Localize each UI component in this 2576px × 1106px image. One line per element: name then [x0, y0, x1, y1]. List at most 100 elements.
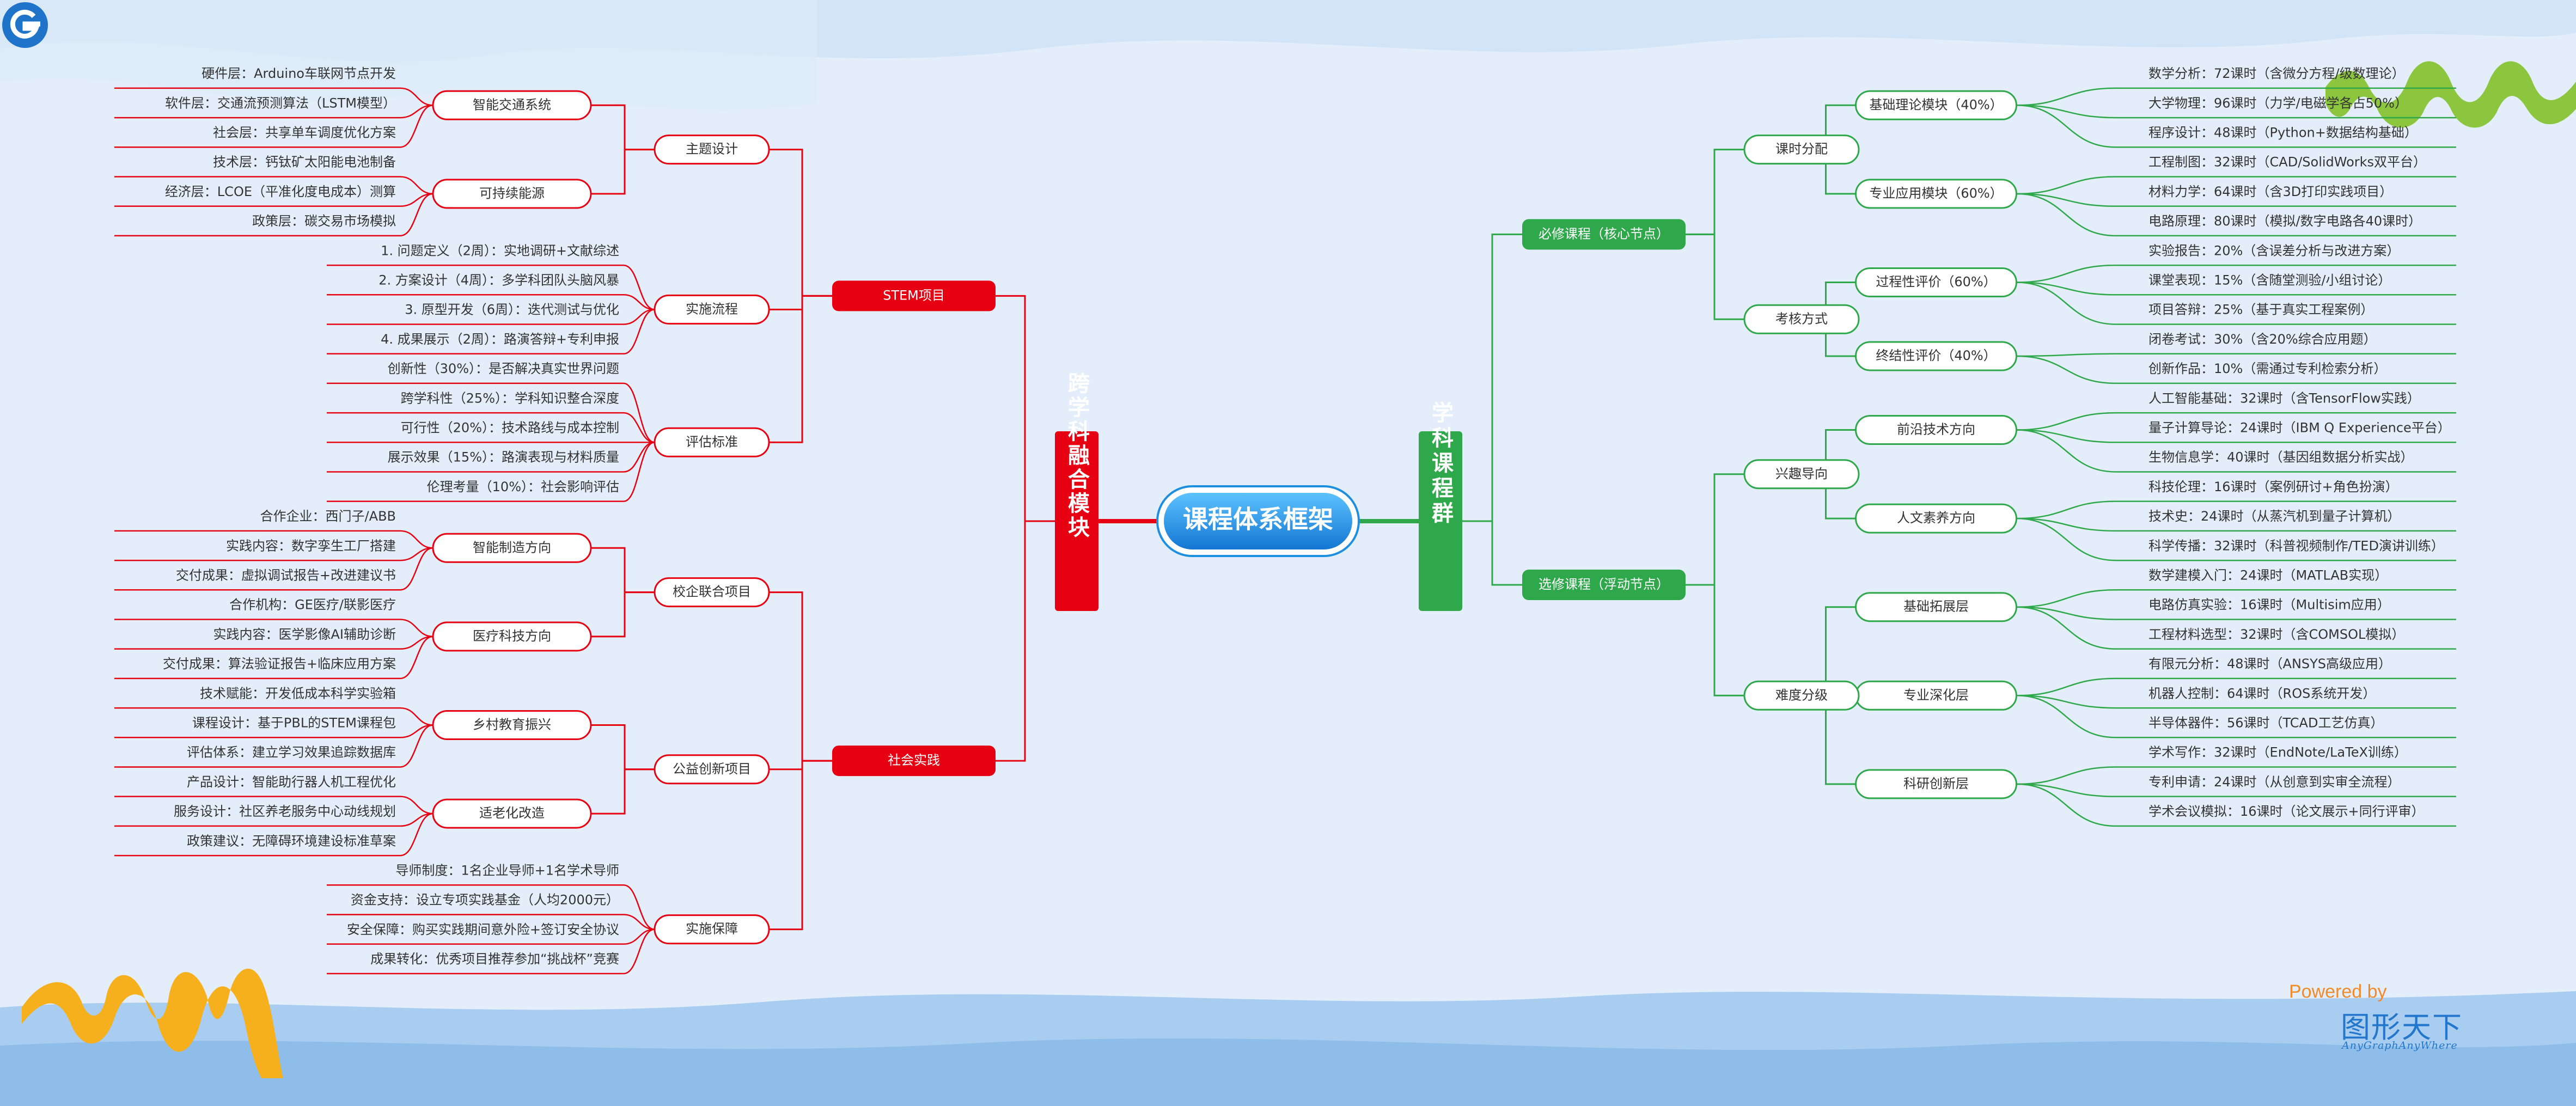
connector — [769, 760, 832, 931]
leaf-label: 跨学科性（25%）：学科知识整合深度 — [401, 390, 619, 406]
connector — [2016, 429, 2116, 443]
subtopic-node[interactable] — [1743, 135, 1860, 165]
branch-node[interactable] — [1522, 219, 1686, 250]
connector — [2016, 193, 2116, 207]
connector — [623, 294, 655, 310]
subtopic-node-label: 兴趣导向 — [1775, 466, 1828, 481]
branch-node[interactable] — [832, 280, 996, 311]
subtopic-node[interactable] — [1743, 680, 1860, 711]
connector — [591, 591, 655, 638]
leaf-label: 交付成果：算法验证报告+临床应用方案 — [163, 656, 396, 671]
connector — [623, 928, 655, 945]
connector — [2016, 282, 2116, 325]
leaf-label: 机器人控制：64课时（ROS系统开发） — [2148, 686, 2376, 701]
leaf-label: 政策建议：无障碍环境建设标准草案 — [187, 833, 396, 848]
topic-node[interactable] — [1855, 592, 2017, 622]
branch-node-label: 社会实践 — [888, 753, 940, 768]
leaf-label: 电路原理：80课时（模拟/数字电路各40课时） — [2148, 213, 2421, 229]
topic-node-label: 终结性评价（40%） — [1876, 348, 1996, 363]
topic-node[interactable] — [1855, 503, 2017, 534]
subtopic-node[interactable] — [654, 914, 770, 945]
left-module-title[interactable] — [1055, 431, 1098, 611]
topic-node-label: 专业深化层 — [1903, 687, 1969, 702]
connector — [769, 295, 832, 443]
leaf-label: 专利申请：24课时（从创意到实审全流程） — [2148, 774, 2401, 790]
topic-node[interactable] — [1855, 769, 2017, 799]
branch-node-label: 必修课程（核心节点） — [1539, 226, 1669, 241]
connector — [2016, 677, 2116, 696]
leaf-label: 数学建模入门：24课时（MATLAB实现） — [2148, 568, 2388, 583]
connector — [623, 309, 655, 355]
topic-node-label: 智能制造方向 — [473, 540, 551, 555]
connector — [2016, 355, 2116, 384]
subtopic-node-label: 实施保障 — [686, 921, 738, 937]
connector — [623, 264, 655, 310]
connector — [2016, 783, 2116, 827]
leaf-label: 科技伦理：16课时（案例研讨+角色扮演） — [2148, 479, 2398, 494]
leaf-label: 4. 成果展示（2周）：路演答辩+专利申报 — [381, 332, 619, 347]
subtopic-node[interactable] — [654, 754, 770, 785]
leaf-label: 经济层：LCOE（平准化度电成本）测算 — [165, 184, 396, 199]
branch-node[interactable] — [832, 746, 996, 777]
subtopic-node[interactable] — [1743, 459, 1860, 490]
connector — [2016, 500, 2116, 520]
leaf-label: 硬件层：Arduino车联网节点开发 — [202, 66, 396, 81]
topic-node[interactable] — [1855, 179, 2017, 209]
connector — [2016, 87, 2116, 106]
leaf-label: 创新作品：10%（需通过专利检索分析） — [2148, 361, 2386, 376]
center-node[interactable] — [1164, 493, 1352, 549]
subtopic-node[interactable] — [654, 427, 770, 457]
connector — [591, 149, 655, 195]
connector — [623, 309, 655, 325]
subtopic-node-label: 主题设计 — [686, 142, 738, 157]
subtopic-node[interactable] — [654, 294, 770, 325]
leaf-label: 合作机构：GE医疗/联影医疗 — [229, 597, 396, 613]
topic-node[interactable] — [1855, 267, 2017, 297]
topic-node-label: 适老化改造 — [479, 805, 545, 821]
leaf-label: 1. 问题定义（2周）：实地调研+文献综述 — [381, 243, 619, 258]
topic-node[interactable] — [432, 710, 592, 740]
leaf-label: 实践内容：数字孪生工厂搭建 — [226, 538, 396, 553]
connector — [400, 812, 434, 827]
topic-node[interactable] — [432, 621, 592, 652]
topic-node[interactable] — [432, 179, 592, 209]
connector — [623, 914, 655, 930]
branch-node[interactable] — [1522, 570, 1686, 601]
topic-node[interactable] — [432, 90, 592, 120]
subtopic-node[interactable] — [654, 135, 770, 165]
connector — [400, 87, 434, 106]
leaf-label: 技术层：钙钛矿太阳能电池制备 — [213, 155, 396, 170]
leaf-label: 评估体系：建立学习效果追踪数据库 — [187, 745, 396, 760]
subtopic-node[interactable] — [1743, 304, 1860, 334]
connector — [400, 193, 434, 207]
connector — [1686, 584, 1744, 696]
leaf-label: 合作企业：西门子/ABB — [260, 509, 396, 524]
topic-node-label: 专业应用模块（60%） — [1869, 186, 2003, 201]
connector — [2016, 783, 2116, 797]
connector — [2016, 105, 2116, 119]
right-module-title[interactable] — [1419, 431, 1462, 611]
leaf-label: 社会层：共享单车调度优化方案 — [213, 125, 396, 140]
leaf-label: 成果转化：优秀项目推荐参加“挑战杯”竞赛 — [370, 951, 619, 967]
topic-node[interactable] — [432, 533, 592, 563]
leaf-label: 有限元分析：48课时（ANSYS高级应用） — [2148, 656, 2391, 671]
right-module-title-label: 学科课程群 — [1428, 401, 1454, 527]
subtopic-node-label: 评估标准 — [686, 434, 738, 449]
topic-node-label: 过程性评价（60%） — [1876, 274, 1996, 290]
topic-node[interactable] — [1855, 341, 2017, 371]
connector — [2016, 264, 2116, 283]
topic-node[interactable] — [1855, 415, 2017, 445]
topic-node-label: 乡村教育振兴 — [473, 717, 551, 732]
topic-node[interactable] — [1855, 90, 2017, 120]
subtopic-node[interactable] — [654, 577, 770, 608]
connector — [400, 707, 434, 726]
connector — [2016, 105, 2116, 148]
topic-node-label: 智能交通系统 — [473, 97, 551, 112]
connector — [400, 193, 434, 237]
topic-node-label: 前沿技术方向 — [1897, 422, 1975, 437]
topic-node[interactable] — [432, 798, 592, 829]
connector — [2016, 695, 2116, 709]
connector — [400, 812, 434, 857]
branch-node-label: STEM项目 — [883, 288, 945, 303]
